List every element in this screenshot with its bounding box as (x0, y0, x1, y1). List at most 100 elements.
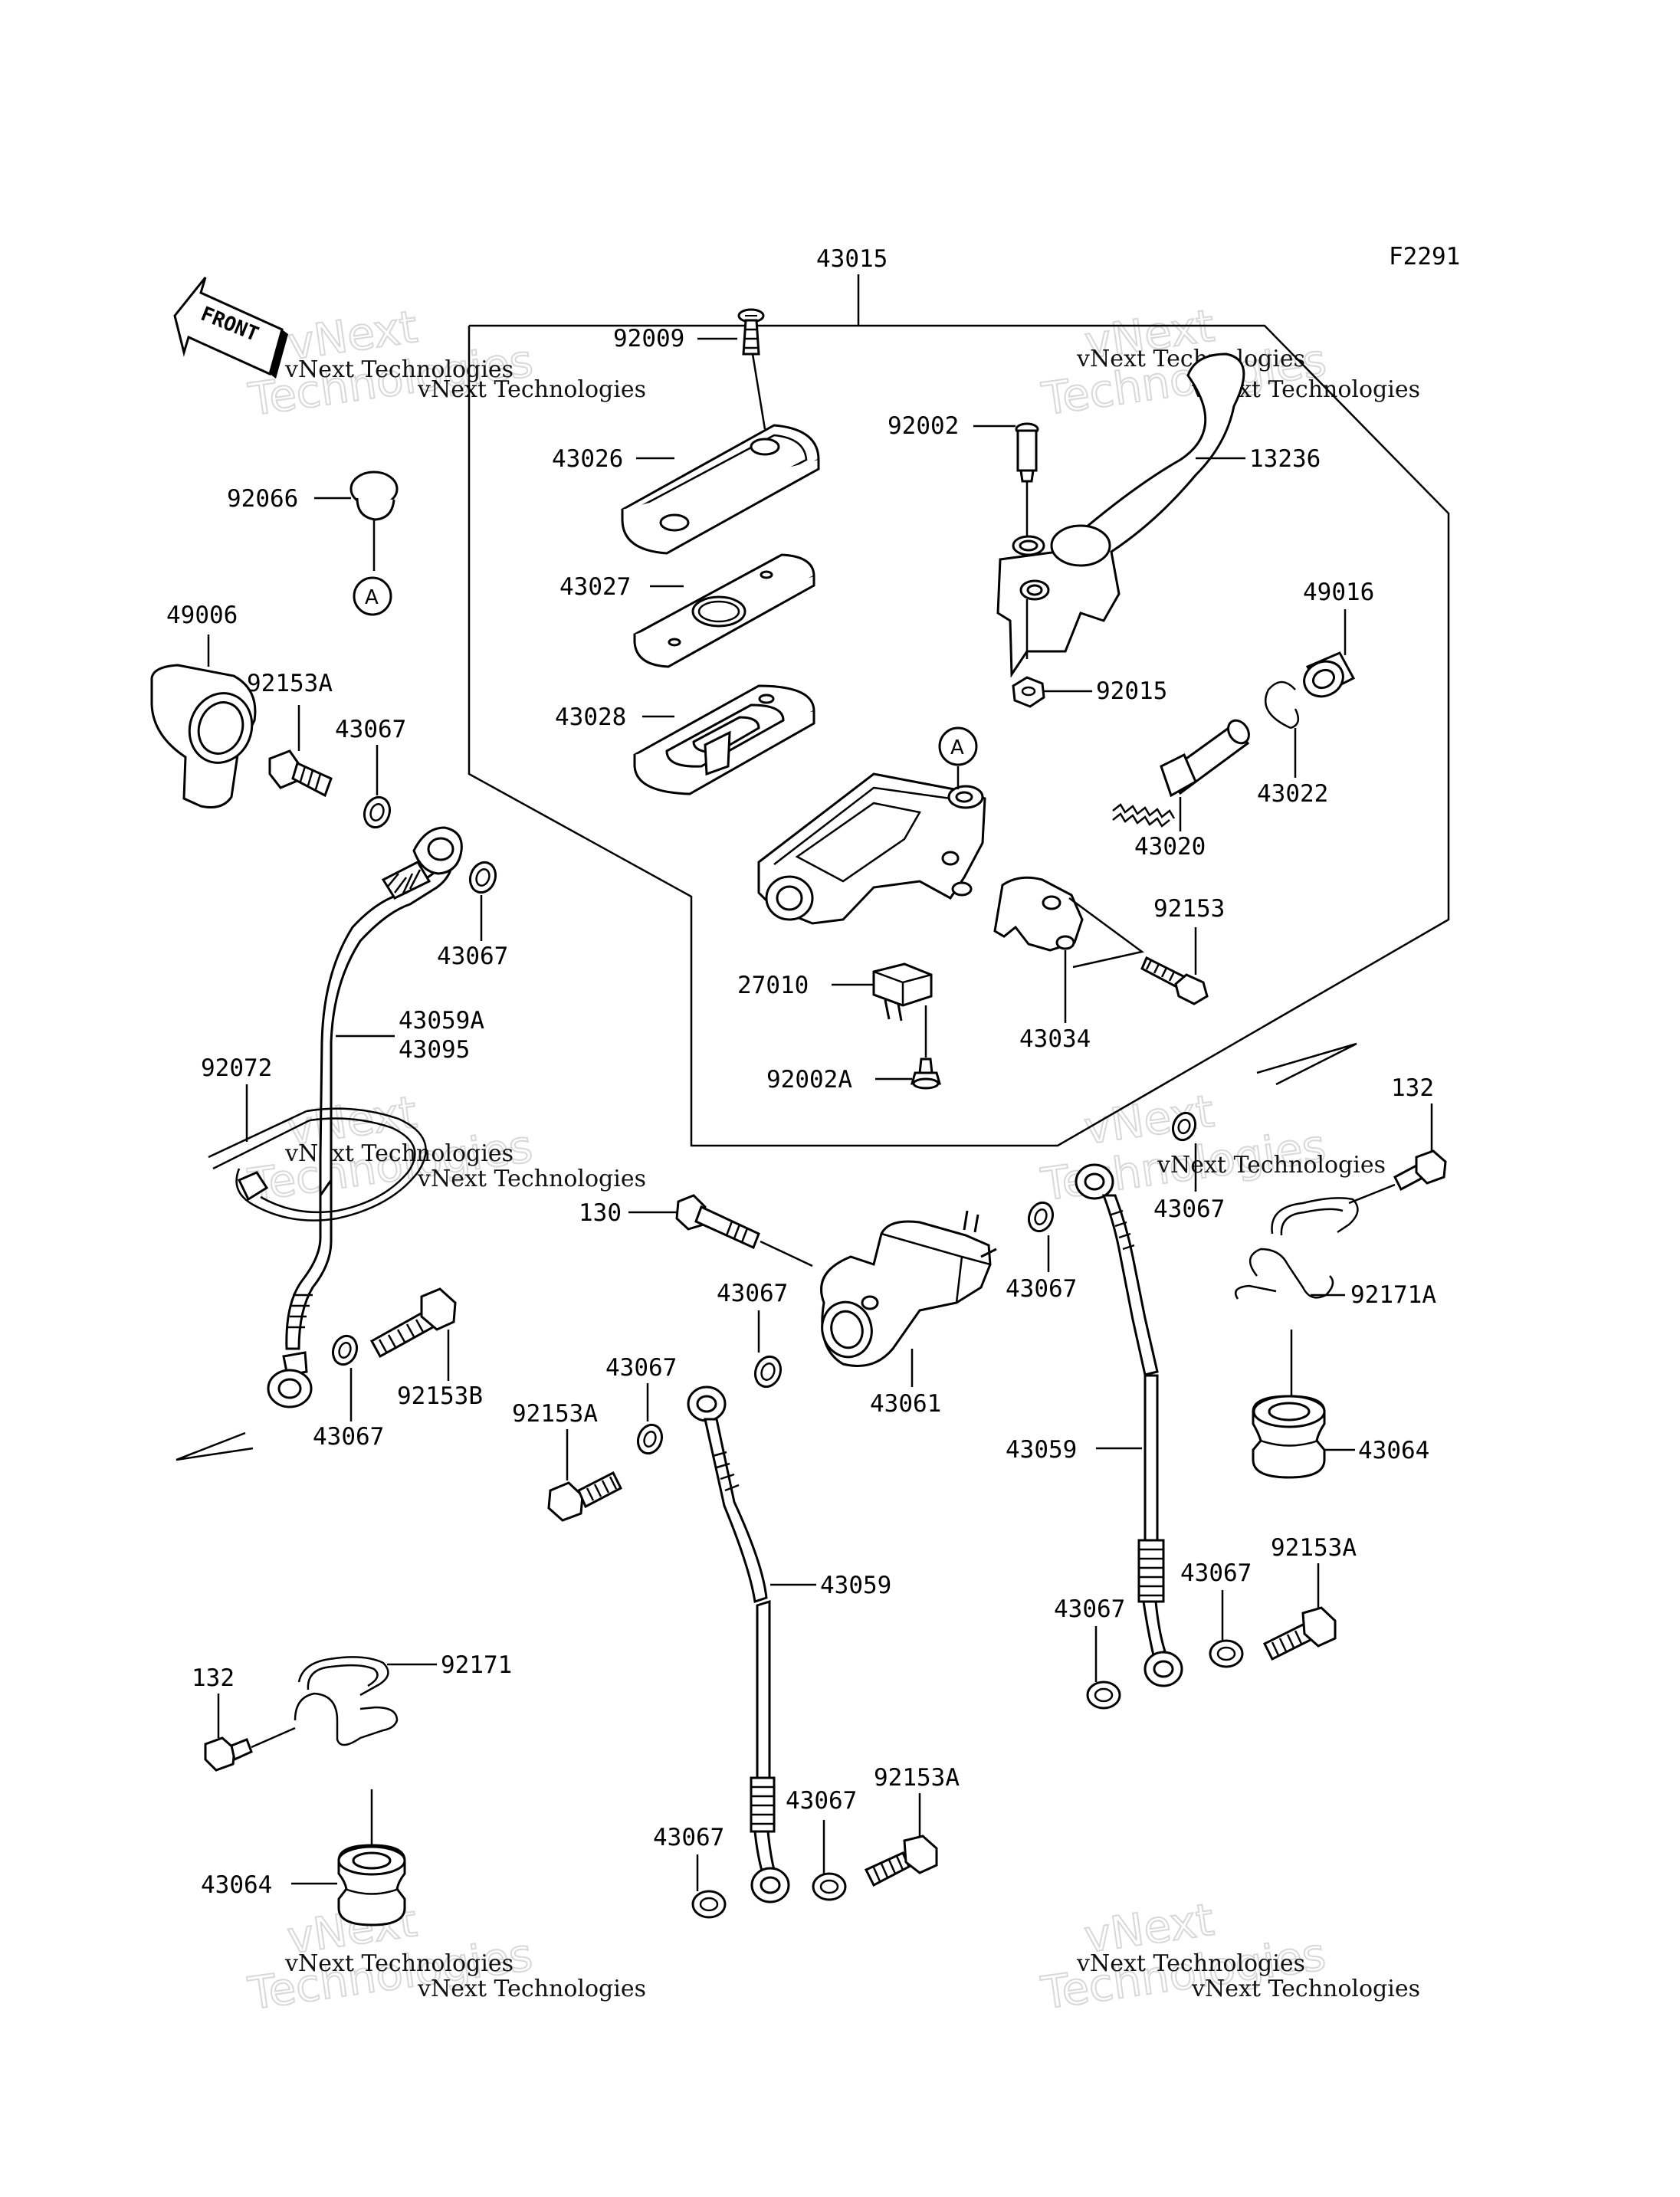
label-43067-1: 43067 (335, 716, 406, 743)
label-92015: 92015 (1096, 677, 1167, 705)
label-43061: 43061 (870, 1390, 941, 1418)
assembly-outline-43015 (468, 274, 1450, 1147)
label-27010: 27010 (737, 972, 809, 999)
washer-43067-7 (812, 1820, 847, 1901)
label-49016: 49016 (1303, 579, 1374, 606)
watermark-top-left: vNext Technologies (244, 300, 536, 427)
label-43067-7: 43067 (786, 1787, 857, 1815)
nut-92015 (1012, 676, 1045, 708)
piston-43020 (1112, 719, 1250, 831)
label-43095: 43095 (399, 1036, 470, 1064)
grommet-43064-left (337, 1844, 406, 1926)
label-92171a: 92171A (1350, 1281, 1436, 1309)
banjo-bolt-92153a-lower (864, 1793, 938, 1887)
label-43059a: 43059A (399, 1007, 484, 1035)
reference-marker-a-inner: A (938, 726, 978, 766)
label-43015: 43015 (816, 245, 888, 273)
diaphragm-plate-43027 (633, 553, 815, 668)
brake-lever-13236 (996, 353, 1245, 678)
label-43026: 43026 (552, 445, 623, 473)
label-43067-10: 43067 (1054, 1595, 1125, 1623)
reservoir-cap-43026 (621, 424, 820, 555)
bolt-132-left (204, 1694, 296, 1772)
joint-43061 (820, 1210, 997, 1387)
watermark-text: vNext Technologies (417, 376, 646, 403)
label-43067-4: 43067 (717, 1280, 788, 1307)
brake-hose-43059-right (1075, 1163, 1183, 1687)
label-92153b: 92153B (397, 1382, 483, 1410)
label-43067-9: 43067 (1006, 1275, 1077, 1303)
grommet-43064-right (1252, 1395, 1326, 1479)
label-43067-11: 43067 (1180, 1559, 1252, 1587)
label-92153a-1: 92153A (247, 670, 333, 697)
hose-clamp-92072 (208, 1084, 427, 1221)
circlip-43022 (1264, 680, 1300, 778)
watermark-text: vNext Technologies (1157, 1152, 1386, 1179)
washer-43067-10 (1086, 1626, 1121, 1710)
label-92009: 92009 (613, 325, 684, 353)
label-13236: 13236 (1249, 445, 1321, 473)
connection-line (1256, 1042, 1357, 1086)
watermark-text: vNext Technologies (1076, 1950, 1305, 1977)
label-92072: 92072 (201, 1054, 272, 1082)
label-92002a: 92002A (766, 1066, 852, 1094)
label-132-2: 132 (1391, 1074, 1434, 1102)
label-43064-1: 43064 (201, 1871, 272, 1899)
label-43067-3: 43067 (313, 1423, 384, 1451)
washer-43067-11 (1209, 1590, 1244, 1668)
label-43067-6: 43067 (653, 1824, 724, 1851)
figure-code: F2291 (1389, 243, 1460, 271)
washer-43067-3 (331, 1334, 359, 1421)
washer-43067-9 (1027, 1201, 1055, 1272)
bolt-130 (675, 1194, 813, 1267)
label-92153: 92153 (1153, 895, 1225, 923)
label-92153a-3: 92153A (874, 1764, 960, 1792)
hose-guide-92171 (294, 1656, 399, 1858)
dust-boot-49016 (1303, 609, 1356, 698)
label-43034: 43034 (1019, 1025, 1091, 1053)
cap-92066 (349, 471, 399, 571)
holder-clamp-43034 (993, 876, 1144, 1023)
label-43064-2: 43064 (1358, 1437, 1429, 1464)
washer-43067-4 (753, 1310, 783, 1389)
label-43067-8: 43067 (1153, 1195, 1225, 1223)
brake-hose-43059a (267, 826, 463, 1408)
label-92066: 92066 (227, 485, 298, 513)
label-92153a-4: 92153A (1271, 1534, 1357, 1562)
watermark-text: vNext Technologies (284, 1140, 514, 1167)
label-43022: 43022 (1257, 780, 1328, 808)
watermark-text: vNext Technologies (417, 1976, 646, 2002)
hose-guide-92171a (1234, 1197, 1359, 1406)
label-132-1: 132 (192, 1664, 235, 1692)
label-49006: 49006 (166, 602, 238, 629)
label-92171: 92171 (441, 1651, 512, 1679)
watermark-text: vNext Technologies (284, 1950, 514, 1977)
brake-switch-27010 (872, 962, 933, 1058)
banjo-bolt-92153a-left (268, 705, 333, 798)
washer-43067-6 (691, 1854, 727, 1919)
reference-marker-a-outer: A (353, 576, 392, 616)
label-43027: 43027 (559, 573, 631, 601)
watermark-text: vNext Technologies (284, 356, 514, 383)
label-43067-5: 43067 (605, 1354, 677, 1382)
washer-43067-1 (363, 745, 392, 829)
watermark-text: vNext Technologies (417, 1166, 646, 1192)
label-43067-2: 43067 (437, 943, 508, 970)
front-arrow-icon: FRONT (173, 277, 288, 379)
bolt-92153 (1140, 927, 1209, 1005)
svg-text:A: A (365, 586, 379, 609)
label-43028: 43028 (555, 703, 626, 731)
label-92153a-2: 92153A (512, 1400, 598, 1428)
watermark-text: vNext Technologies (1191, 1976, 1420, 2002)
screw-92002a (911, 1058, 941, 1090)
label-130: 130 (579, 1199, 622, 1227)
label-43059-2: 43059 (1006, 1436, 1077, 1464)
label-92002: 92002 (888, 412, 959, 440)
master-cylinder-body (757, 766, 986, 925)
pivot-bolt-92002 (1015, 422, 1039, 536)
connection-line (176, 1431, 254, 1461)
banjo-bolt-92153a-center (547, 1429, 623, 1522)
svg-text:A: A (950, 736, 964, 759)
washer-43067-2 (468, 861, 497, 941)
